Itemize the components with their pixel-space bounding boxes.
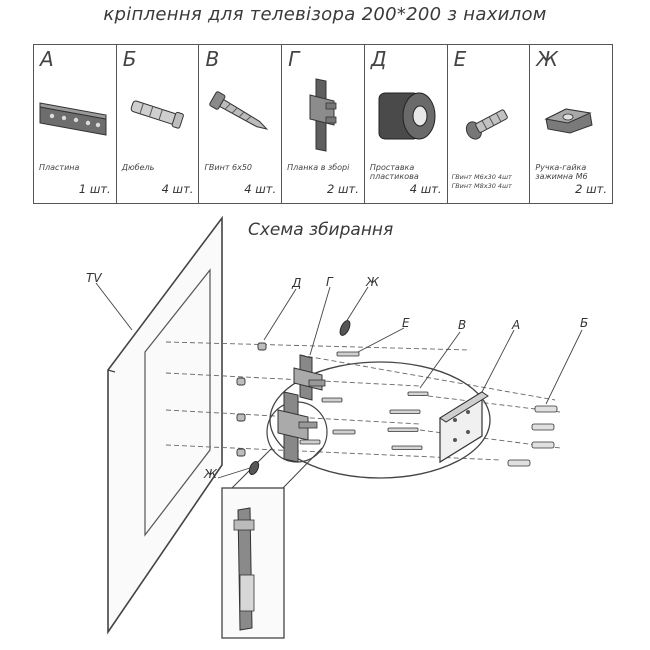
part-letter: Е: [453, 47, 467, 71]
part-cell-zh: Ж Ручка-гайка зажимна М6 2 шт.: [530, 45, 612, 203]
label-tv: TV: [86, 271, 102, 285]
brackets: [277, 354, 326, 463]
part-cell-g: Г Планка в зборі 2 шт.: [282, 45, 365, 203]
label-d: Д: [291, 276, 301, 290]
part-qty: 2 шт.: [327, 182, 359, 196]
label-zh-bottom: Ж: [203, 467, 218, 481]
screws: [387, 391, 429, 450]
part-name: Дюбель: [121, 163, 155, 172]
label-zh-top: Ж: [365, 275, 380, 289]
part-qty: 4 шт.: [244, 182, 277, 196]
knob-nuts: [248, 320, 351, 476]
part-sub-line-1: ГВинт М6х30 4шт: [451, 173, 512, 181]
part-cell-a: А Пластина 1 шт.: [34, 45, 117, 203]
label-v: В: [458, 318, 466, 332]
part-letter: Ж: [536, 47, 558, 71]
part-letter: Г: [288, 47, 300, 71]
tv-panel: [107, 215, 223, 635]
part-name: ГВинт 6х50: [204, 163, 253, 172]
leader-lines: [95, 282, 583, 479]
part-name: Проставка пластикова: [369, 163, 419, 181]
part-qty: 2 шт.: [575, 182, 608, 196]
knob-nut-icon: [544, 108, 593, 134]
part-letter: Б: [122, 47, 137, 71]
part-cell-e: Е ГВинт М6х30 4шт ГВинт М8х30 4шт: [448, 45, 531, 203]
dowel-icon: [130, 100, 184, 129]
parts-table: А Пластина 1 шт. Б Дюбель 4 шт. В: [33, 44, 613, 204]
page-title: кріплення для телевізора 200*200 з нахил…: [103, 4, 547, 25]
part-name: Планка в зборі: [287, 163, 350, 172]
spacer-icon: [378, 92, 436, 140]
label-g: Г: [326, 275, 334, 289]
part-qty: 4 шт.: [161, 182, 194, 196]
part-cell-d: Д Проставка пластикова 4 шт.: [365, 45, 448, 203]
part-letter: Д: [370, 47, 387, 71]
part-name: Пластина: [39, 163, 80, 172]
assembly-diagram: TV Д Г Ж Е В А Б Ж: [86, 215, 588, 639]
detail-view: [221, 487, 285, 639]
label-a: А: [511, 318, 520, 332]
screw-icon: [209, 91, 269, 130]
part-letter: В: [205, 47, 220, 71]
part-qty: 4 шт.: [409, 182, 442, 196]
spacers: [236, 342, 267, 457]
bracket-icon: [309, 78, 337, 152]
part-qty: 1 шт.: [78, 182, 111, 196]
part-sub-line-2: ГВинт М8х30 4шт: [451, 182, 512, 190]
wall-plate: [439, 390, 489, 464]
plate-icon: [39, 102, 107, 136]
part-name: Ручка-гайка зажимна М6: [535, 163, 588, 181]
part-letter: А: [40, 47, 54, 71]
part-cell-v: В ГВинт 6х50 4 шт.: [199, 45, 283, 203]
part-cell-b: Б Дюбель 4 шт.: [117, 45, 200, 203]
bolts: [299, 351, 360, 445]
assembly-lines: [165, 341, 561, 461]
scheme-title: Схема збирання: [248, 220, 394, 240]
bolt-icon: [465, 109, 508, 140]
dowels: [507, 405, 558, 467]
label-b: Б: [580, 316, 588, 330]
label-e: Е: [402, 316, 410, 330]
